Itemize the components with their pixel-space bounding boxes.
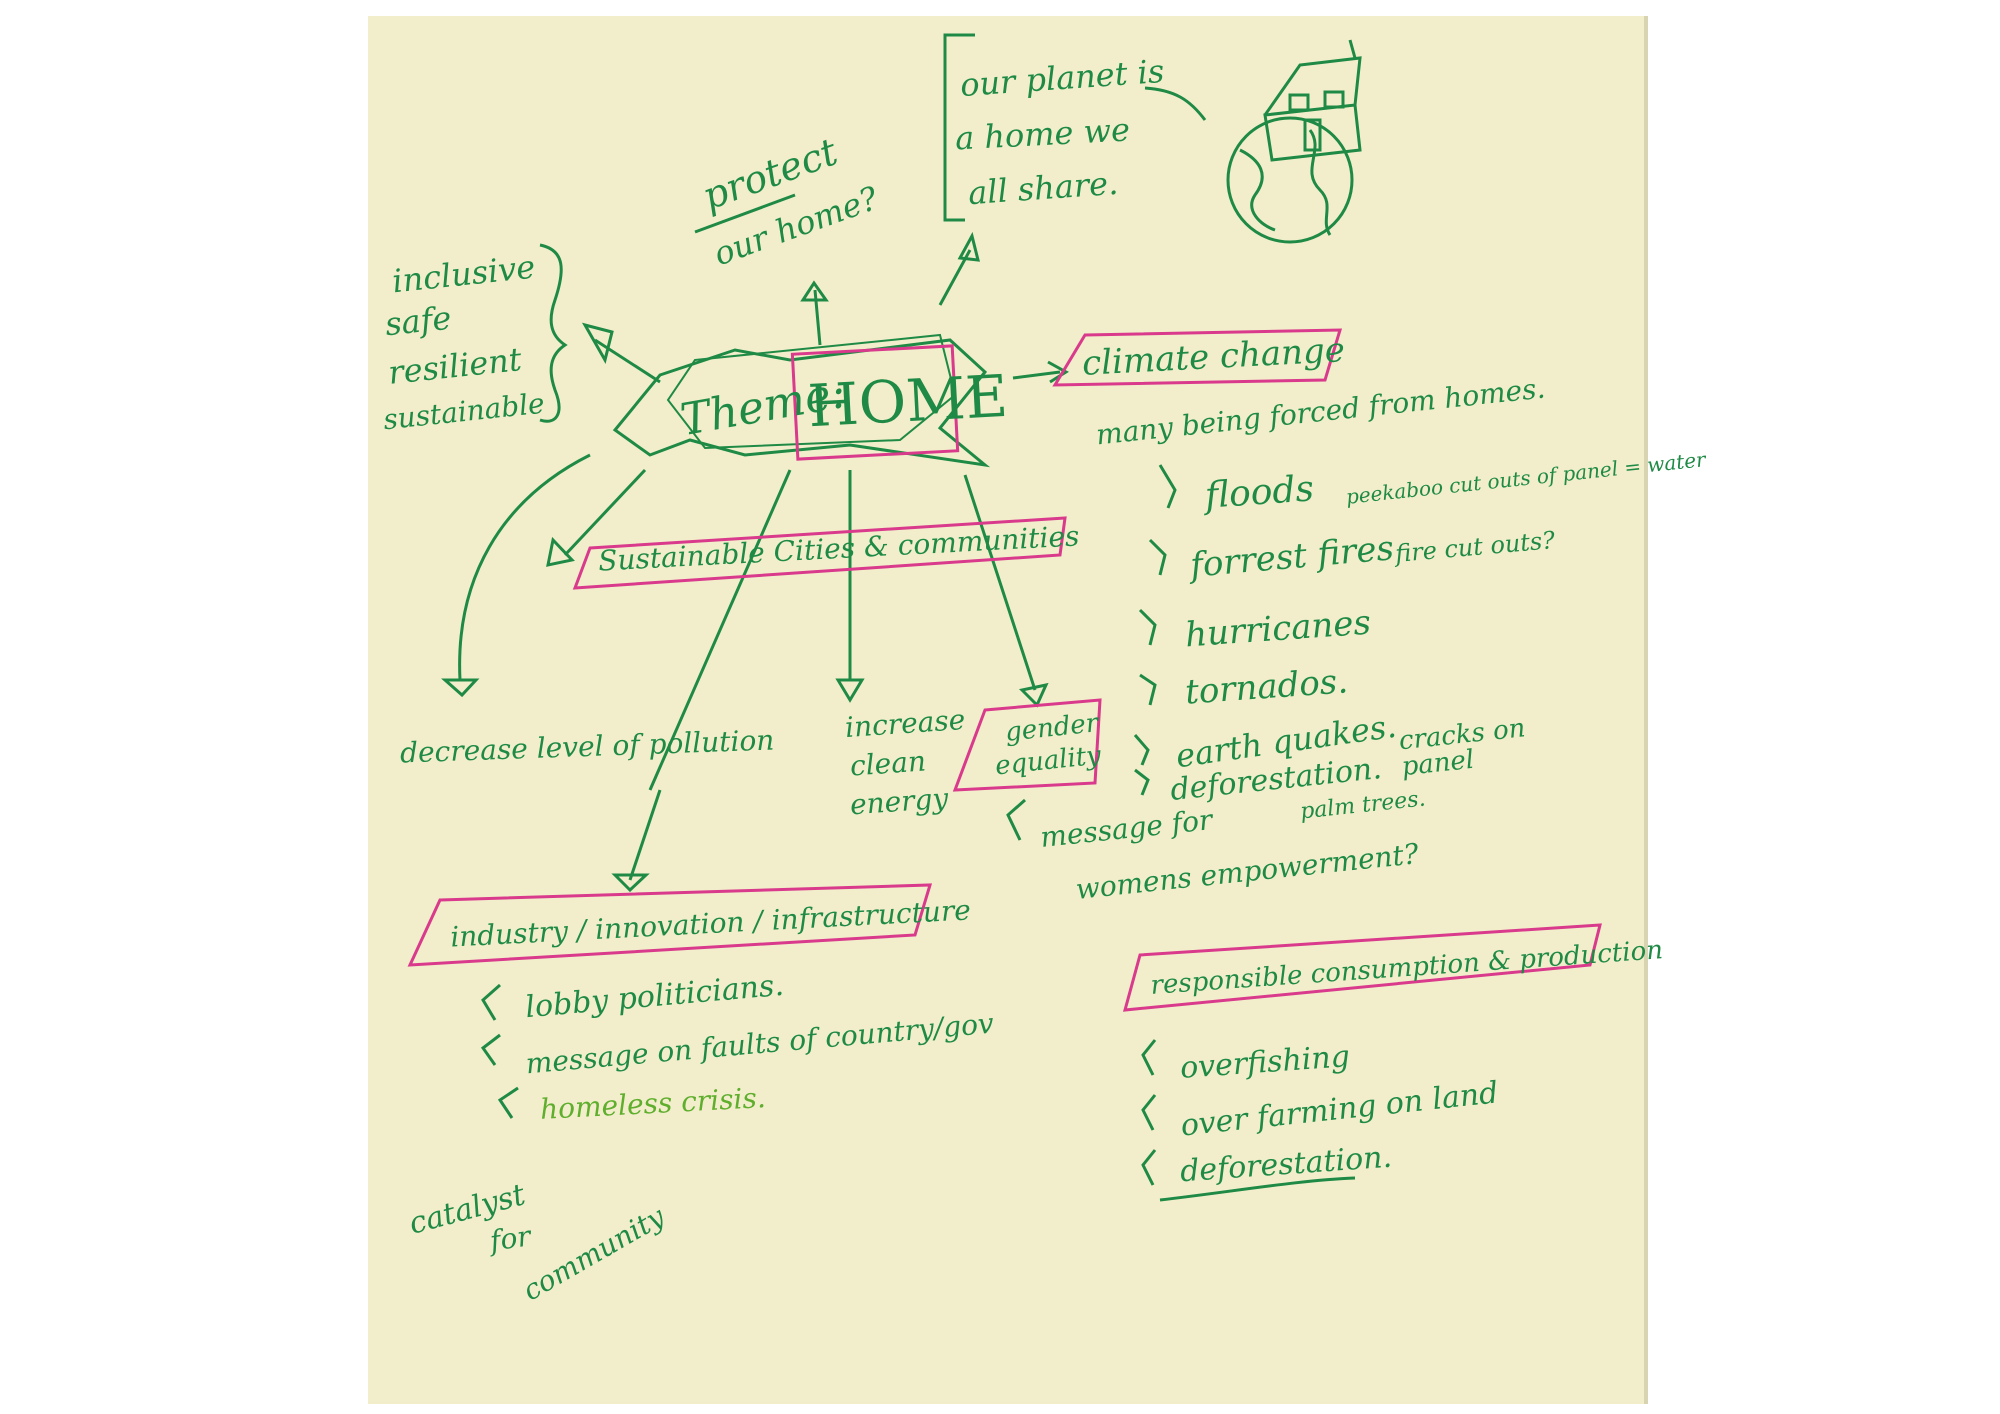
planet-arrow [1144, 86, 1207, 121]
theme-star-shape [612, 338, 991, 468]
protect-underline [694, 193, 796, 234]
home-box [790, 344, 960, 461]
industry-bullets [480, 983, 519, 1119]
qualities-brace [539, 243, 568, 423]
climate-item-floods: floods [1203, 468, 1316, 517]
arrow-to-qualities [581, 322, 661, 384]
planet-quote-line-2: a home we [954, 110, 1131, 158]
arrow-to-sustainable-cities [546, 468, 647, 567]
clean-energy-line-2: clean [848, 744, 927, 783]
earth-house-icon [1226, 39, 1362, 244]
arrow-to-planet [938, 231, 980, 306]
clean-energy-line-3: energy [848, 781, 950, 822]
deforestation-underline [1159, 1176, 1356, 1202]
planet-quote-line-3: all share. [966, 163, 1120, 213]
clean-energy-line-1: increase [843, 702, 967, 745]
gender-bullet [1006, 798, 1026, 841]
theme-word: HOME [806, 361, 1010, 441]
catalyst-line-2: for [487, 1219, 533, 1258]
climate-bullets [1133, 464, 1177, 796]
cities-box [572, 516, 1067, 590]
climate-item-tornados: tornados. [1183, 661, 1350, 713]
arrow-to-pollution [441, 453, 591, 698]
arrow-to-climate [1012, 360, 1069, 384]
climate-box [1052, 328, 1343, 387]
arrows-from-cities [611, 469, 1049, 893]
theme-star-shape-2 [666, 333, 957, 450]
responsible-bullets [1141, 1039, 1157, 1186]
responsible-box [1122, 923, 1602, 1012]
planet-bracket [943, 33, 975, 222]
industry-box [407, 883, 933, 967]
quality-safe: safe [383, 298, 454, 344]
arrow-to-protect [800, 280, 829, 346]
gender-box [952, 698, 1102, 792]
sketchbook-page [368, 16, 1648, 1404]
